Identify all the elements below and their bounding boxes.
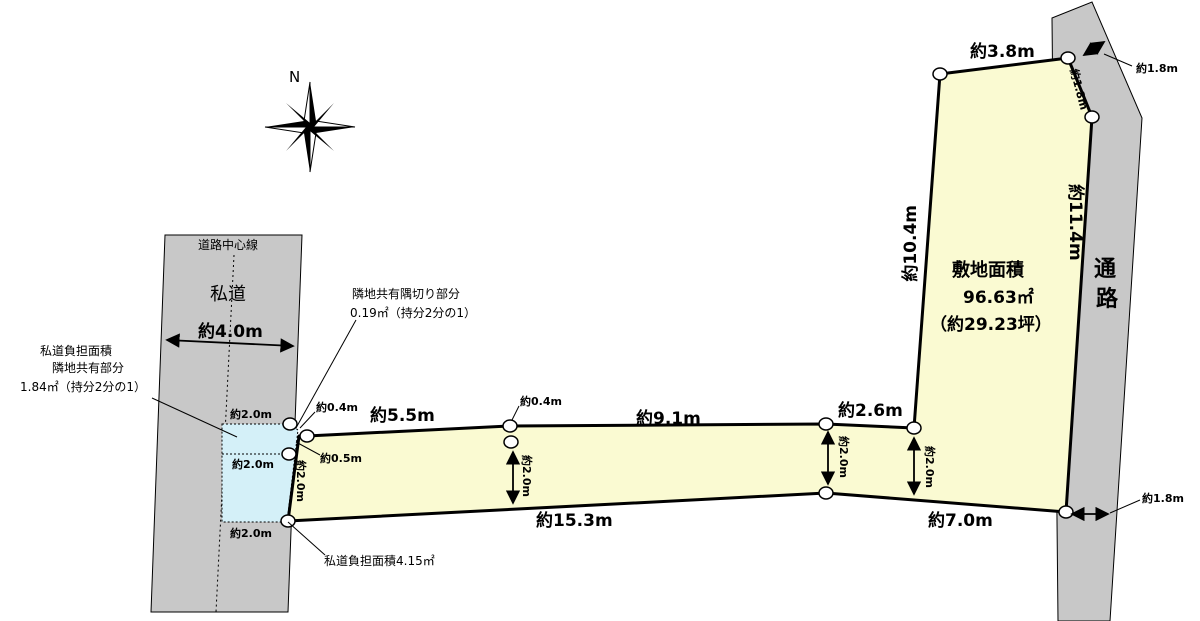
burden-shared-line1: 私道負担面積 xyxy=(40,343,112,358)
compass-north-label: N xyxy=(289,68,300,86)
dim-bottom-7-0: 約7.0m xyxy=(928,510,993,531)
dim-right-side: 約11.4m xyxy=(1065,184,1086,261)
site-area-title: 敷地面積 xyxy=(952,259,1025,281)
burden-area xyxy=(221,423,299,523)
centerline-label: 道路中心線 xyxy=(198,237,258,252)
burden-shared-line3: 1.84㎡（持分2分の1） xyxy=(20,379,146,394)
dim-9-1: 約9.1m xyxy=(636,408,701,429)
walkway-name-bottom: 路 xyxy=(1096,286,1119,312)
dim-vert-2-6: 約2.0m xyxy=(837,436,851,478)
dim-vert-left: 約2.0m xyxy=(294,460,308,502)
dim-2-6: 約2.6m xyxy=(838,400,903,421)
dim-5-5: 約5.5m xyxy=(370,405,435,426)
dim-top: 約3.8m xyxy=(970,41,1035,62)
site-area-value: 96.63㎡ xyxy=(963,287,1034,308)
walkway-name-top: 通 xyxy=(1094,257,1116,282)
dim-bottom-15-3: 約15.3m xyxy=(536,510,613,531)
corner-shared-line1: 隣地共有隅切り部分 xyxy=(352,286,460,301)
leader-lines xyxy=(151,53,1141,556)
dim-right-bottom: 約1.8m xyxy=(1142,491,1184,505)
dim-road-2-0-c: 約2.0m xyxy=(230,526,272,540)
dim-vert-right: 約2.0m xyxy=(923,446,937,488)
dim-road-2-0-a: 約2.0m xyxy=(230,407,272,421)
dim-0-4-b: 約0.4m xyxy=(520,394,562,408)
burden-shared-line2: 隣地共有部分 xyxy=(52,360,124,375)
dim-0-4-a: 約0.4m xyxy=(316,400,358,414)
dim-left-side: 約10.4m xyxy=(900,205,921,282)
road-width-label: 約4.0m xyxy=(198,321,263,342)
corner-shared-line2: 0.19㎡（持分2分の1） xyxy=(350,305,476,320)
dim-right-top: 約1.8m xyxy=(1136,61,1178,75)
site-area-tsubo: （約29.23坪） xyxy=(930,314,1052,335)
dim-vert-mid: 約2.0m xyxy=(520,455,534,497)
dim-road-2-0-b: 約2.0m xyxy=(232,457,274,471)
boundary-markers xyxy=(280,51,1100,528)
private-road-name: 私道 xyxy=(210,284,246,305)
burden-total-label: 私道負担面積4.15㎡ xyxy=(324,553,435,568)
lot-outline xyxy=(286,56,1094,523)
dim-0-5: 約0.5m xyxy=(320,451,362,465)
dimension-arrows xyxy=(165,41,1110,522)
compass-rose-icon xyxy=(264,81,356,173)
